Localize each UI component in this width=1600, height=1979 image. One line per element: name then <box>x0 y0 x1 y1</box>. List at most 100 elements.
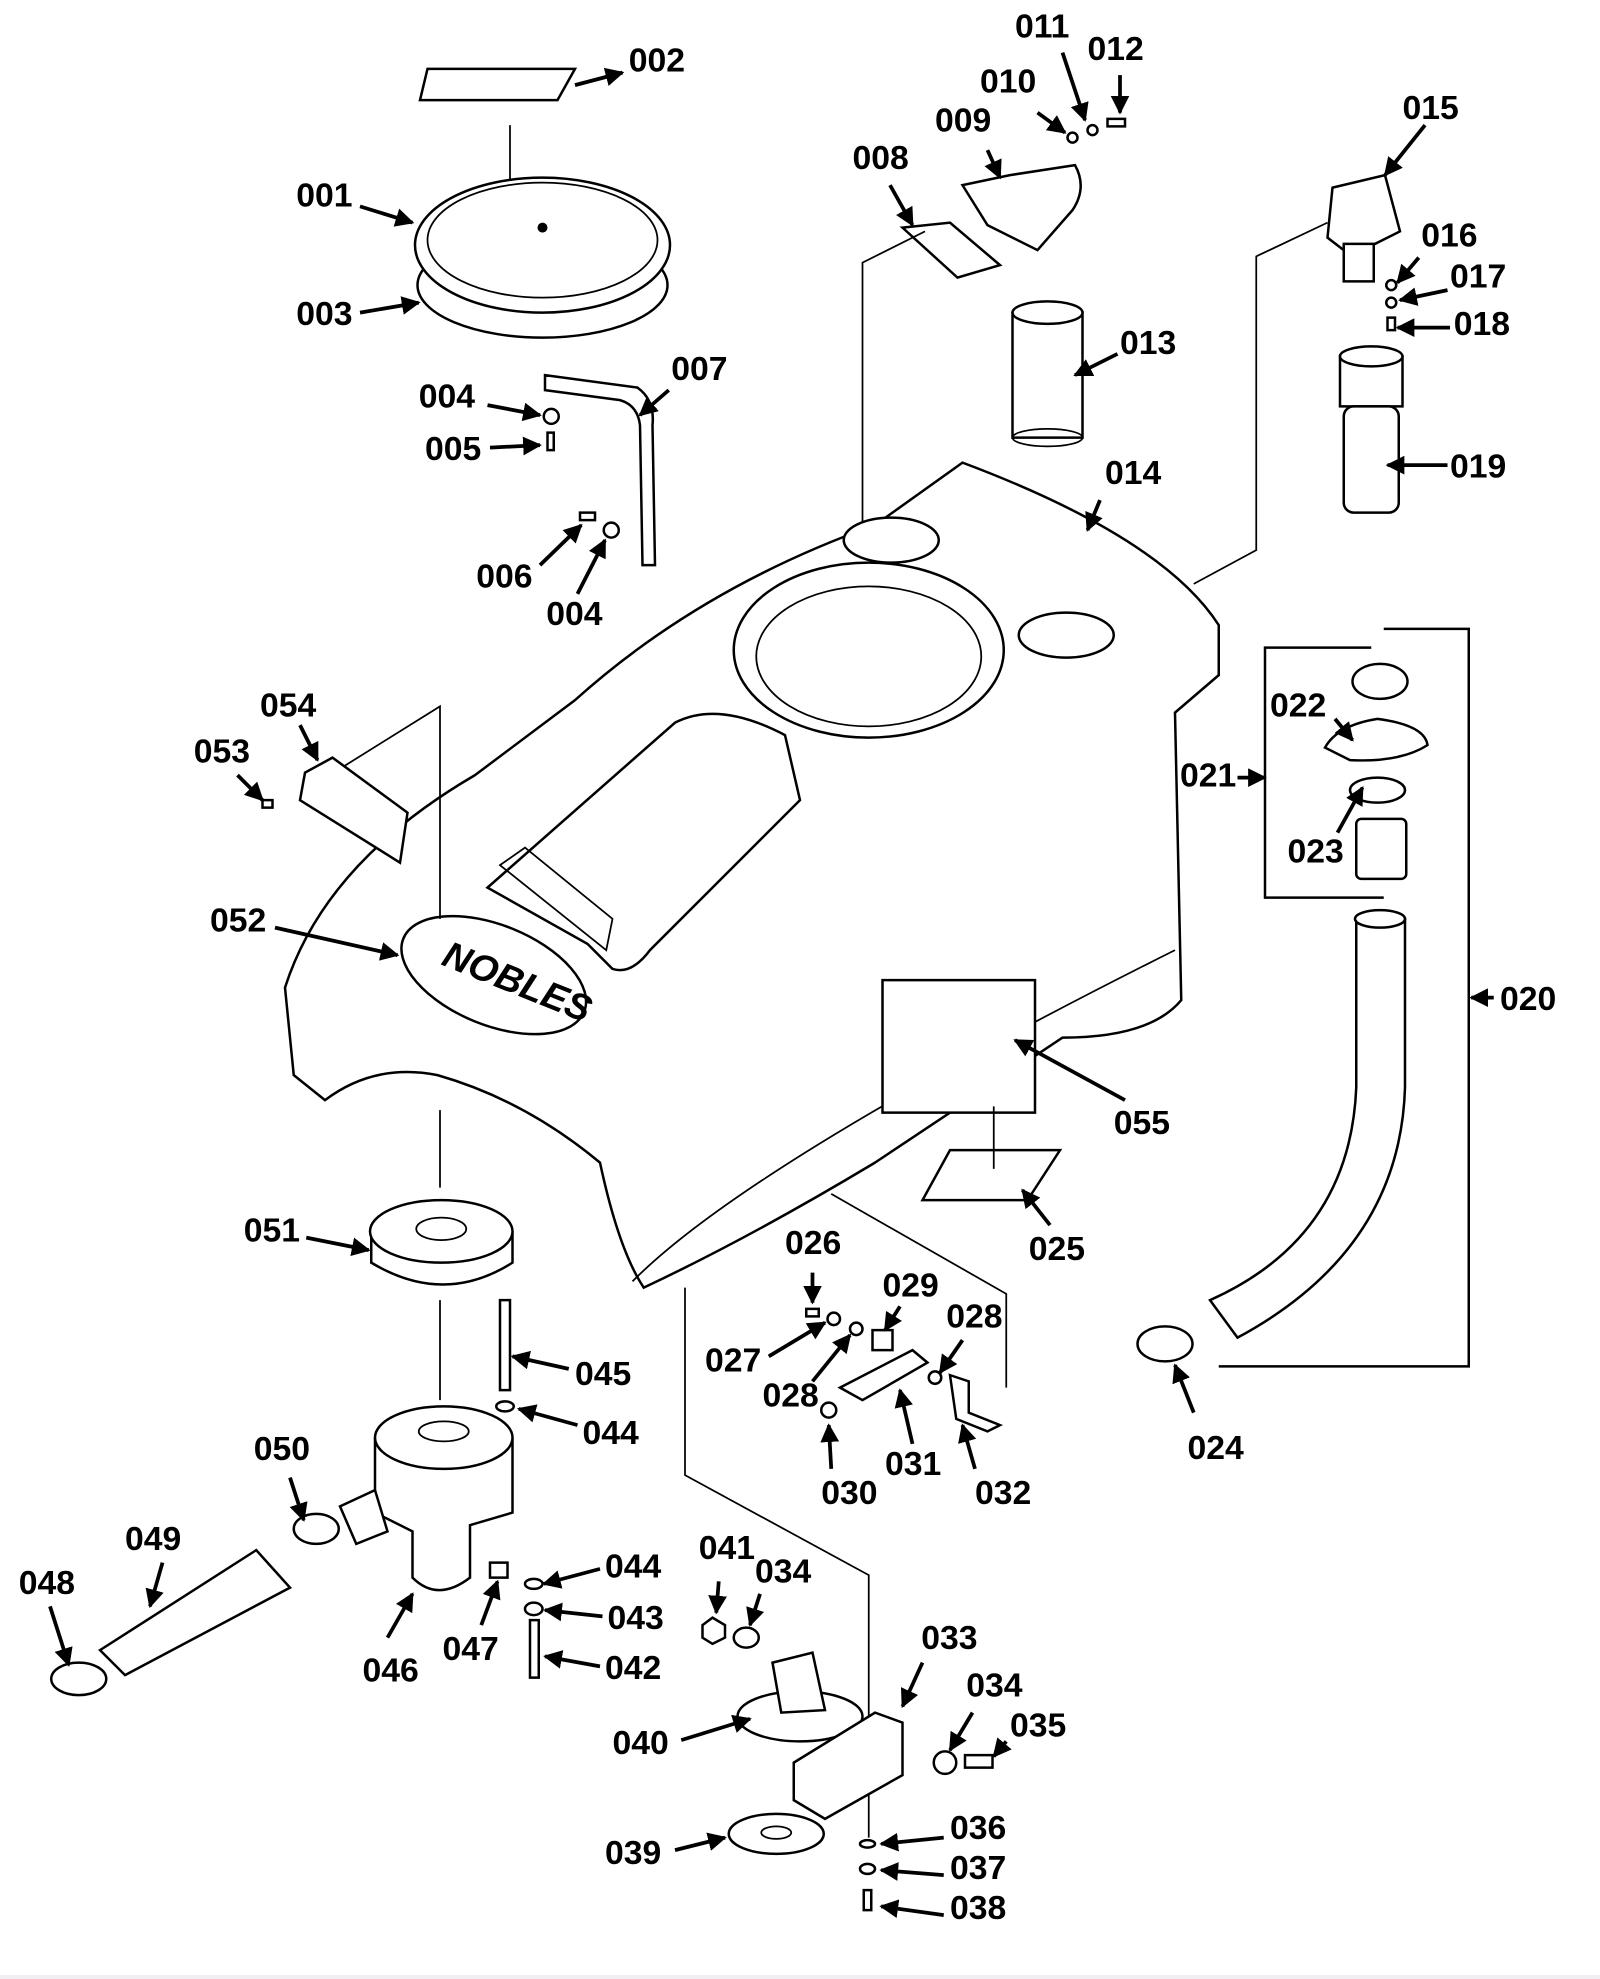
hose-019 <box>1338 345 1404 514</box>
elbow-040 <box>736 1651 864 1743</box>
gasket-051 <box>368 1198 514 1286</box>
part-label-009: 009 <box>935 101 991 139</box>
leader-arrow-029 <box>883 1305 902 1332</box>
part-label-001: 001 <box>296 176 352 214</box>
leader-arrow-041 <box>708 1581 727 1615</box>
hose-clamp-024 <box>1136 1325 1194 1363</box>
part-label-011: 011 <box>1015 8 1069 46</box>
leader-arrow-049 <box>145 1562 165 1609</box>
gasket-008 <box>899 221 1003 280</box>
part-label-038: 038 <box>950 1889 1006 1927</box>
part-label-022: 022 <box>1270 686 1326 724</box>
leader-arrow-028 <box>811 1333 852 1383</box>
leader-arrow-050 <box>288 1477 308 1522</box>
vent-grille-054 <box>298 756 409 865</box>
fitting <box>1355 817 1408 881</box>
part-label-012: 012 <box>1088 30 1144 68</box>
leader-arrow-013 <box>1073 352 1119 377</box>
part-label-033: 033 <box>921 1619 977 1657</box>
washer-004 <box>542 407 560 426</box>
leader-arrow-047 <box>479 1579 501 1626</box>
bottom-edge <box>0 1975 1600 1979</box>
air-filter-001 <box>413 176 672 339</box>
leader-arrow-015 <box>1383 123 1427 177</box>
part-label-018: 018 <box>1454 305 1510 343</box>
leader-arrow-035 <box>992 1737 1012 1758</box>
part-label-019: 019 <box>1450 448 1506 486</box>
leader-arrow-014 <box>1085 499 1103 532</box>
leader-arrow-039 <box>674 1832 727 1852</box>
part-label-042: 042 <box>605 1649 661 1687</box>
leader-arrow-006 <box>538 523 583 567</box>
part-label-017: 017 <box>1450 258 1506 296</box>
leader-arrow-004 <box>487 402 542 422</box>
leader-arrow-008 <box>888 184 915 227</box>
part-label-037: 037 <box>950 1849 1006 1887</box>
leader-arrow-030 <box>820 1423 840 1469</box>
leader-arrow-017 <box>1398 287 1448 306</box>
part-label-014: 014 <box>1105 454 1162 492</box>
leader-arrow-055 <box>1013 1038 1126 1102</box>
part-label-003: 003 <box>296 295 352 333</box>
leader-arrow-010 <box>1036 111 1067 135</box>
part-label-024: 024 <box>1188 1429 1245 1467</box>
part-label-016: 016 <box>1421 216 1477 254</box>
leader-arrow-044 <box>516 1404 578 1427</box>
part-label-035: 035 <box>1010 1706 1066 1744</box>
part-label-054: 054 <box>260 686 317 724</box>
screw-005 <box>546 431 555 452</box>
part-label-045: 045 <box>575 1355 631 1393</box>
leader-arrow-034 <box>746 1593 765 1627</box>
clamp-050 <box>292 1512 340 1546</box>
leader-arrow-052 <box>274 925 400 961</box>
leader-arrow-051 <box>305 1235 371 1257</box>
part-label-040: 040 <box>613 1724 669 1762</box>
part-labels: 0020010030040050070060040080090100110120… <box>19 8 1557 1927</box>
drain-cap-022 <box>1323 662 1429 762</box>
screw-006 <box>578 511 597 522</box>
hose-049 <box>98 1548 293 1677</box>
leader-arrow-024 <box>1172 1363 1196 1414</box>
part-label-044: 044 <box>583 1414 640 1452</box>
screw-053 <box>261 798 274 809</box>
part-label-036: 036 <box>950 1809 1006 1847</box>
part-label-020: 020 <box>1500 980 1556 1018</box>
part-label-006: 006 <box>476 558 532 596</box>
part-label-008: 008 <box>853 139 909 177</box>
part-label-052: 052 <box>210 901 266 939</box>
leader-arrow-016 <box>1396 256 1421 285</box>
part-label-034: 034 <box>966 1666 1023 1704</box>
part-label-046: 046 <box>363 1651 419 1689</box>
part-label-027: 027 <box>705 1341 761 1379</box>
leader-arrow-040 <box>680 1714 752 1742</box>
bracket-031 <box>837 1348 930 1402</box>
part-label-053: 053 <box>194 733 250 771</box>
part-label-041: 041 <box>699 1529 755 1567</box>
leader-arrow-036 <box>879 1832 944 1852</box>
part-label-026: 026 <box>785 1224 841 1262</box>
leader-arrow-037 <box>879 1862 944 1881</box>
bracket-032 <box>948 1373 1004 1433</box>
part-label-055: 055 <box>1114 1104 1170 1142</box>
shroud-014: NOBLES <box>283 461 1220 1290</box>
leader-arrow-011 <box>1060 52 1089 122</box>
nut-041 <box>701 1616 727 1646</box>
bracket-033 <box>792 1711 904 1821</box>
leader-arrow-022 <box>1333 717 1354 742</box>
leader-arrow-044 <box>541 1567 601 1589</box>
leader-arrow-032 <box>958 1423 977 1470</box>
decal-055 <box>881 978 1037 1114</box>
leader-arrow-048 <box>48 1605 73 1667</box>
leader-arrow-023 <box>1335 785 1365 834</box>
part-label-021: 021 <box>1180 756 1236 794</box>
nobles-decal-052 <box>400 914 588 1036</box>
vacuum-motor-046 <box>338 1405 514 1592</box>
part-label-034: 034 <box>755 1553 812 1591</box>
spacer-047 <box>488 1561 509 1579</box>
part-label-028: 028 <box>946 1298 1002 1336</box>
leader-arrow-001 <box>359 204 415 227</box>
part-label-002: 002 <box>629 41 685 79</box>
leader-arrow-027 <box>767 1321 827 1358</box>
leader-arrow-033 <box>900 1661 925 1709</box>
